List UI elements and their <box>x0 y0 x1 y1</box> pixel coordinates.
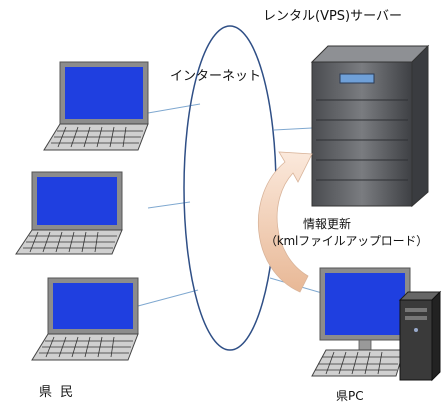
citizens-label: 県 民 <box>39 385 76 400</box>
update-title-label: 情報更新 <box>303 217 352 231</box>
server-icon <box>310 44 430 208</box>
laptop-icon-3 <box>31 277 139 361</box>
prefecture-pc-label: 県PC <box>336 389 364 403</box>
desktop-pc-icon <box>311 267 442 382</box>
laptop-icon-1 <box>43 61 149 151</box>
internet-label: インターネット <box>170 69 262 84</box>
server-label: レンタル(VPS)サーバー <box>263 9 402 24</box>
laptop-icon-2 <box>15 171 123 255</box>
upload-arrow <box>257 151 313 293</box>
link-server <box>273 127 313 131</box>
link-laptop-1 <box>147 103 201 114</box>
link-laptop-3 <box>137 289 199 307</box>
link-laptop-2 <box>147 201 191 209</box>
update-detail-label: （kmlファイルアップロード） <box>265 234 428 248</box>
